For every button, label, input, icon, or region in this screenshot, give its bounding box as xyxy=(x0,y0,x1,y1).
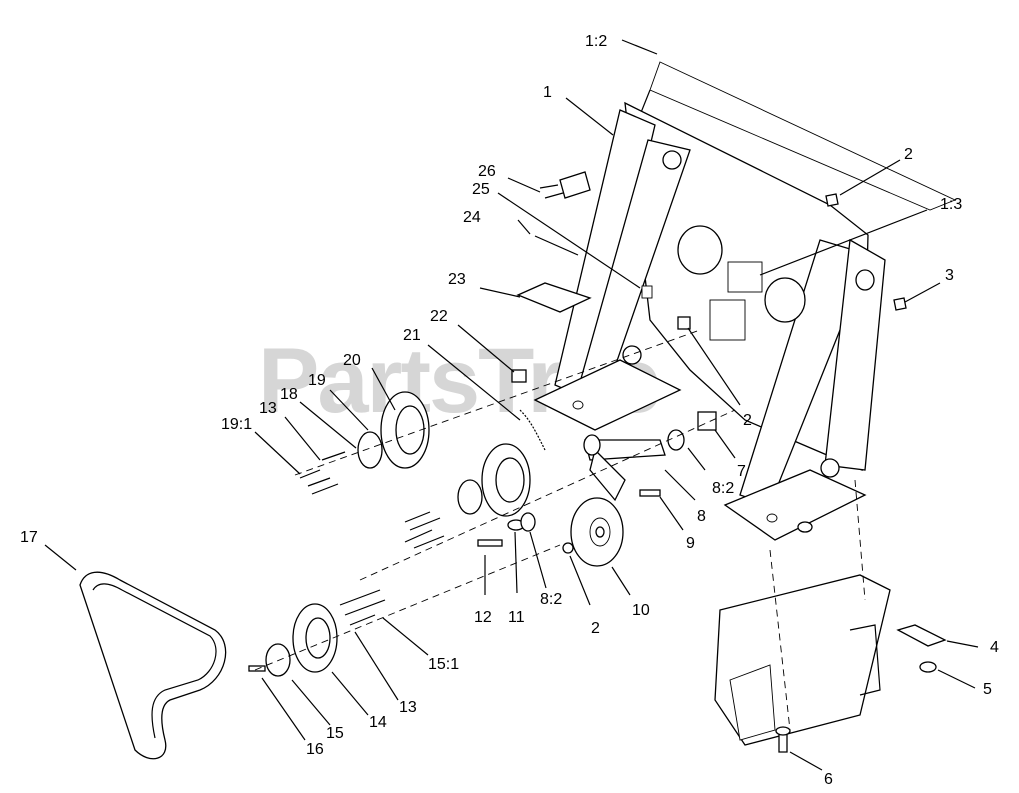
callout-2-bottom: 2 xyxy=(591,620,600,637)
callout-13-upper: 13 xyxy=(259,400,277,417)
hub-screws-middle xyxy=(404,511,445,549)
pulley-nut xyxy=(562,542,574,554)
hub-key xyxy=(248,665,266,672)
callout-6: 6 xyxy=(824,771,833,788)
callout-8-2-right: 8:2 xyxy=(712,480,734,497)
center-nut xyxy=(677,316,691,330)
callout-12: 12 xyxy=(474,609,492,626)
carriage-bolt xyxy=(775,726,791,753)
carriage-screw xyxy=(477,539,503,547)
leader-lines xyxy=(44,39,979,771)
callout-8: 8 xyxy=(697,508,706,525)
callout-15-1: 15:1 xyxy=(428,656,459,673)
idler-pulley xyxy=(570,497,624,567)
callout-22: 22 xyxy=(430,308,448,325)
callout-7: 7 xyxy=(737,463,746,480)
callout-17: 17 xyxy=(20,529,38,546)
small-spring xyxy=(641,285,653,299)
hex-nut xyxy=(919,661,937,673)
idler-arm xyxy=(583,434,666,502)
callout-23: 23 xyxy=(448,271,466,288)
callout-1-3: 1:3 xyxy=(940,196,962,213)
upper-pulley xyxy=(380,391,430,469)
callout-8-2-left: 8:2 xyxy=(540,591,562,608)
callout-9: 9 xyxy=(686,535,695,552)
callout-18: 18 xyxy=(280,386,298,403)
callout-2-mid: 2 xyxy=(743,412,752,429)
right-nut xyxy=(893,297,907,311)
idler-bolt xyxy=(639,489,661,497)
shoulder-bolt xyxy=(511,369,527,383)
drive-hub xyxy=(265,643,291,677)
callout-10: 10 xyxy=(632,602,650,619)
top-nut xyxy=(825,193,839,207)
bushing xyxy=(667,429,685,451)
callout-1: 1 xyxy=(543,84,552,101)
spacer-tube xyxy=(697,411,717,431)
callout-11: 11 xyxy=(508,609,525,626)
callout-19-1: 19:1 xyxy=(221,416,252,433)
callout-5: 5 xyxy=(983,681,992,698)
callout-15: 15 xyxy=(326,725,344,742)
callout-13-lower: 13 xyxy=(399,699,417,716)
callout-21: 21 xyxy=(403,327,421,344)
idler-spring xyxy=(519,409,546,451)
callout-26: 26 xyxy=(478,163,496,180)
hub-screws-lower xyxy=(339,589,386,626)
hub-screws-upper xyxy=(299,451,346,495)
spacer-plate xyxy=(516,282,592,313)
drive-pulley xyxy=(292,603,338,673)
v-belt xyxy=(79,571,227,760)
callout-25: 25 xyxy=(472,181,490,198)
callout-labels: 1:2 1 2 1:3 26 25 24 3 23 22 21 20 19 18… xyxy=(20,33,999,788)
callout-4: 4 xyxy=(990,639,999,656)
callout-1-2: 1:2 xyxy=(585,33,607,50)
callout-24: 24 xyxy=(463,209,481,226)
bracket-plate xyxy=(896,624,947,647)
idler-bushing xyxy=(520,512,536,532)
alignment-lines xyxy=(254,329,736,671)
middle-hub xyxy=(457,479,483,515)
upper-hub xyxy=(357,431,383,469)
callout-20: 20 xyxy=(343,352,361,369)
callout-16: 16 xyxy=(306,741,324,758)
middle-pulley xyxy=(481,443,531,517)
callout-14: 14 xyxy=(369,714,387,731)
lower-bracket xyxy=(714,479,891,746)
main-frame xyxy=(533,101,886,541)
switch-bracket xyxy=(539,171,591,199)
callout-19: 19 xyxy=(308,372,326,389)
callout-2-top: 2 xyxy=(904,146,913,163)
callout-3: 3 xyxy=(945,267,954,284)
pivot-rod xyxy=(534,235,579,256)
